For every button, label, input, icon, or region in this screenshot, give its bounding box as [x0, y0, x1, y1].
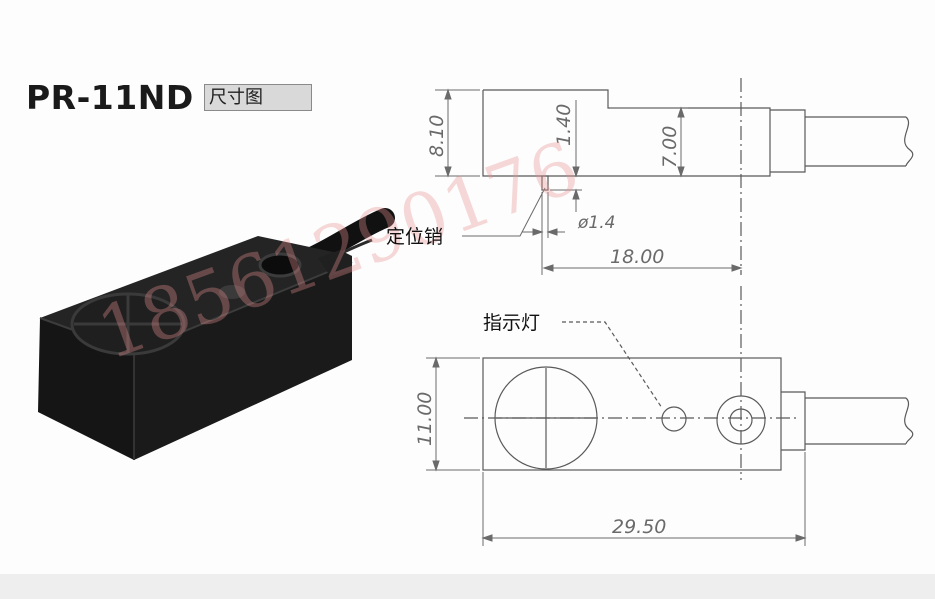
- dimension-drawing-label: 尺寸图: [204, 84, 312, 111]
- dim-overall-height: 8.10: [426, 115, 448, 157]
- locating-pin-label: 定位销: [386, 226, 444, 248]
- sensor-photo: [38, 208, 395, 460]
- side-view-dimensions: [435, 88, 743, 275]
- dim-pin-offset: 1.40: [553, 104, 575, 146]
- top-view: [464, 286, 914, 480]
- side-view: [482, 78, 914, 275]
- dim-pin-to-hole: 18.00: [610, 246, 664, 268]
- dim-pin-diameter: ø1.4: [577, 213, 615, 233]
- dim-body-length: 29.50: [612, 516, 666, 538]
- indicator-label: 指示灯: [483, 312, 541, 334]
- dim-body-width: 11.00: [414, 392, 436, 446]
- model-title: PR-11ND: [26, 78, 194, 117]
- top-view-dimensions: [426, 356, 807, 546]
- dim-body-height: 7.00: [659, 126, 681, 168]
- bottom-band: [0, 574, 935, 599]
